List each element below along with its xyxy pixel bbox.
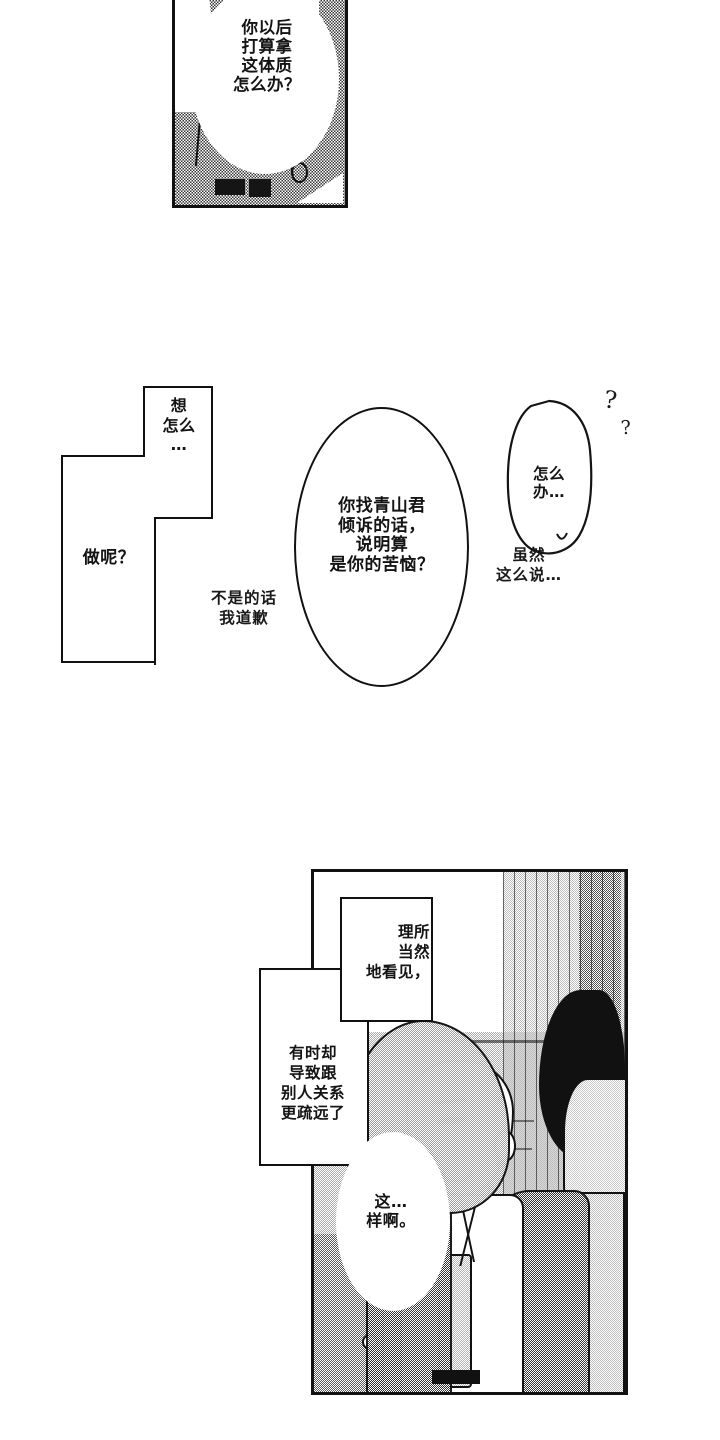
narration-text-lower: 有时却 导致跟 别人关系 更疏远了 bbox=[280, 1044, 345, 1123]
blonde-character-belt bbox=[432, 1370, 480, 1384]
speech-bubble-top-text: 你以后 打算拿 这体质 怎么办？ bbox=[233, 18, 301, 95]
panel-top: 你以后 打算拿 这体质 怎么办？ bbox=[172, 0, 348, 208]
caption-box-joiner bbox=[145, 453, 211, 459]
caption-text-upper: 想 怎么 … bbox=[162, 396, 196, 455]
background-shelf-1 bbox=[432, 1040, 544, 1043]
narration-box-seam-horizontal bbox=[367, 1020, 433, 1022]
narration-box-joiner bbox=[342, 966, 431, 972]
speech-bubble-blob-text: 怎么 办… bbox=[532, 465, 565, 501]
narration-text-upper: 理所 当然 地看见， bbox=[365, 923, 430, 982]
speech-bubble-main-oval bbox=[294, 407, 469, 687]
loose-text-right: 虽然 这么说… bbox=[495, 546, 562, 585]
speech-bubble-bottom bbox=[336, 1132, 450, 1311]
question-mark-icon-2: ? bbox=[620, 416, 633, 440]
caption-box-inner-edge-vertical bbox=[154, 517, 156, 665]
dark-haired-character-face bbox=[563, 1080, 625, 1210]
speech-bubble-top bbox=[191, 0, 339, 174]
question-mark-icon-1: ? bbox=[602, 385, 619, 415]
narration-box-upper bbox=[340, 897, 433, 1022]
speech-bubble-main-oval-text: 你找青山君 倾诉的话， 说明算 是你的苦恼？ bbox=[329, 496, 435, 576]
necktie-shape-b bbox=[249, 179, 271, 197]
speech-bubble-blob bbox=[505, 398, 595, 563]
narration-box-seam-vertical bbox=[367, 1020, 369, 1166]
caption-text-lower: 做呢？ bbox=[82, 548, 136, 568]
speech-bubble-bottom-text: 这… 样啊。 bbox=[366, 1192, 416, 1230]
caption-box-lower bbox=[61, 455, 156, 663]
caption-box-inner-edge-horizontal bbox=[155, 517, 213, 519]
loose-text-left: 不是的话 我道歉 bbox=[210, 589, 277, 628]
caption-box-upper bbox=[143, 386, 213, 519]
necktie-shape-a bbox=[215, 179, 245, 195]
